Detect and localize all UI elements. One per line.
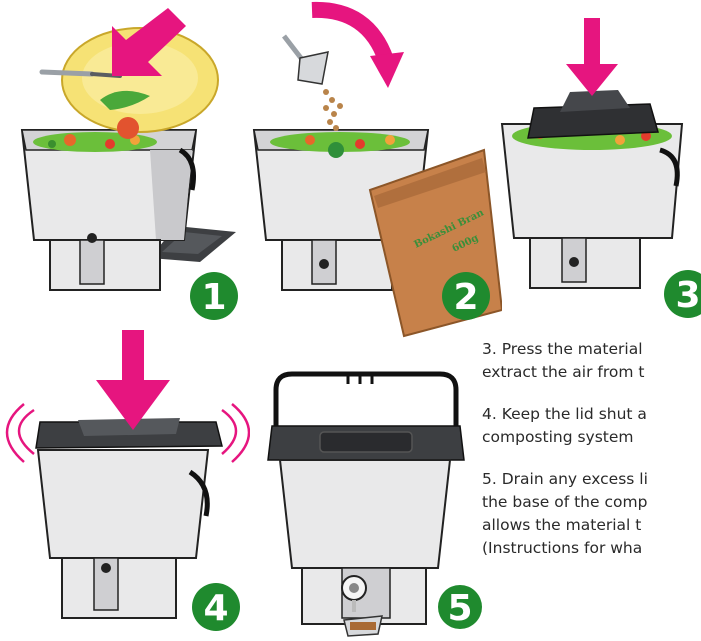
step-1-illustration: 1 — [0, 0, 250, 320]
instructions-text: 3. Press the material extract the air fr… — [482, 338, 701, 579]
tap-icon — [87, 233, 97, 243]
instruction-step-5-line-4: (Instructions for wha — [482, 539, 642, 557]
bran-stream — [323, 89, 343, 131]
press-arrow-icon — [566, 18, 618, 96]
presser-plate — [528, 90, 658, 138]
step-badge-3: 3 — [664, 270, 701, 318]
step-badge-5: 5 — [438, 585, 482, 629]
step-number-3: 3 — [675, 275, 700, 316]
instruction-step-5: 5. Drain any excess li the base of the c… — [482, 468, 701, 560]
step-number-4: 4 — [203, 588, 228, 629]
instruction-step-4-line-2: composting system — [482, 428, 634, 446]
instruction-step-5-line-3: allows the material t — [482, 516, 641, 534]
step-badge-4: 4 — [192, 583, 240, 631]
tap-icon — [101, 563, 111, 573]
instruction-step-5-line-2: the base of the comp — [482, 493, 647, 511]
bokashi-bin — [38, 450, 208, 618]
step-badge-1: 1 — [190, 272, 238, 320]
instruction-step-5-line-1: 5. Drain any excess li — [482, 470, 648, 488]
bin-lid — [268, 426, 464, 460]
step-number-5: 5 — [447, 588, 472, 629]
bokashi-bin — [22, 130, 196, 290]
step-4-illustration: 4 — [0, 330, 250, 641]
bokashi-bin — [280, 460, 450, 624]
step-3-illustration: 3 — [500, 0, 701, 320]
curved-arrow-icon — [312, 10, 404, 88]
instruction-step-3: 3. Press the material extract the air fr… — [482, 338, 701, 384]
food-scraps — [33, 132, 157, 152]
drain-cup — [344, 616, 382, 636]
step-number-2: 2 — [453, 277, 478, 318]
step-badge-2: 2 — [442, 272, 490, 320]
step-2-illustration: Bokashi Bran 600g 2 — [240, 0, 502, 340]
press-arrow-icon — [96, 330, 170, 430]
step-number-1: 1 — [201, 277, 226, 318]
instruction-step-3-line-2: extract the air from t — [482, 363, 644, 381]
instruction-step-3-line-1: 3. Press the material — [482, 340, 643, 358]
tap-icon — [319, 259, 329, 269]
instruction-step-4-line-1: 4. Keep the lid shut a — [482, 405, 647, 423]
scoop — [284, 36, 328, 84]
step-5-illustration: 5 — [250, 330, 482, 641]
tap-icon — [569, 257, 579, 267]
instruction-step-4: 4. Keep the lid shut a composting system — [482, 403, 701, 449]
